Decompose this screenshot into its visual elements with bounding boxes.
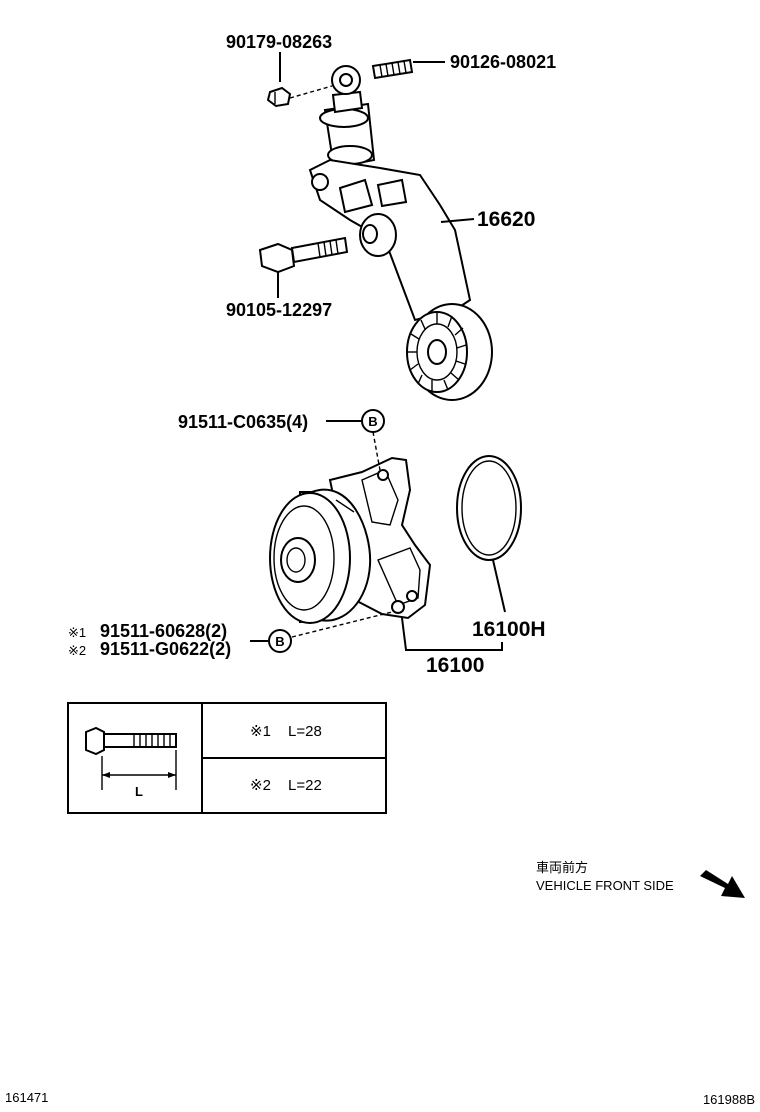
reference-b-upper: B [361,409,385,433]
reference-b-lower: B [268,629,292,653]
label-90126-08021: 90126-08021 [450,52,556,72]
label-mark-1: ※1 [68,625,86,640]
label-16100: 16100 [426,654,484,677]
label-91511-60628: 91511-60628(2) [100,621,227,641]
vehicle-front-indicator: 車両前方 VEHICLE FRONT SIDE [536,860,745,898]
row-1-mark: ※1 [250,723,271,740]
label-91511-c0635: 91511-C0635(4) [178,412,308,432]
svg-text:B: B [368,414,377,429]
footer-code-left: 161471 [5,1090,48,1105]
dimension-label-l: L [135,784,143,799]
bolt-diagram-icon [85,726,177,790]
nut-part [266,86,292,108]
leader-lines [250,52,506,651]
stud-bolt-part [371,58,414,80]
o-ring-gasket [456,455,522,561]
label-90179-08263: 90179-08263 [226,32,332,52]
label-90105-12297: 90105-12297 [226,300,332,320]
row-2-length: L=22 [288,777,322,794]
direction-arrow-icon [700,870,745,898]
row-2-mark: ※2 [250,777,271,794]
direction-label-en: VEHICLE FRONT SIDE [536,878,674,893]
belt-tensioner-assembly [308,65,493,401]
label-16100h: 16100H [472,618,546,641]
label-mark-2: ※2 [68,643,86,658]
bolt-length-table: L ※1 L=28 ※2 L=22 [67,702,387,814]
label-16620: 16620 [477,208,535,231]
flange-bolt-part [258,236,349,274]
footer-code-right: 161988B [703,1092,755,1107]
direction-label-jp: 車両前方 [536,860,588,875]
water-pump-assembly [269,456,432,624]
label-91511-g0622: 91511-G0622(2) [100,639,231,659]
svg-text:B: B [275,634,284,649]
row-1-length: L=28 [288,723,322,740]
